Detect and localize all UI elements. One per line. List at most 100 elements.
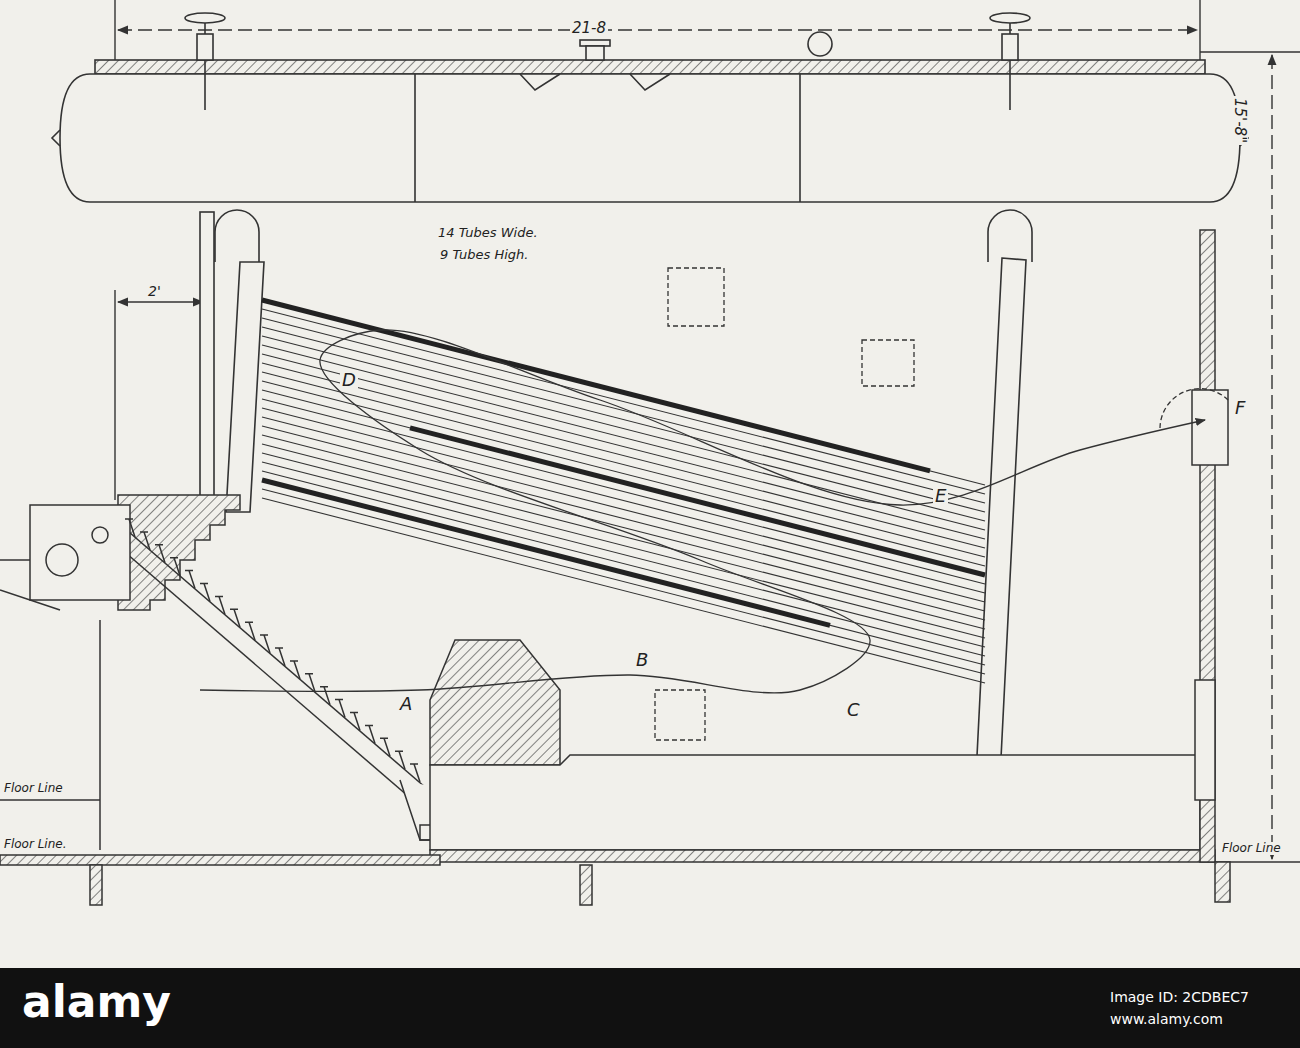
dimension-lines (118, 29, 1197, 30)
tube-bank (262, 399, 985, 584)
valves (580, 40, 610, 46)
tube-bank (262, 300, 985, 485)
grate-bars (170, 558, 180, 576)
tube-bank (262, 408, 985, 593)
tube-bank (262, 309, 985, 494)
steam-drum (799, 74, 801, 202)
stoker (0, 505, 470, 850)
watermark-bar (0, 968, 1300, 1048)
tube-bank (262, 498, 985, 683)
setting (0, 230, 1230, 905)
cleanout-doors (668, 268, 724, 326)
valves (808, 32, 832, 56)
stoker (99, 620, 101, 850)
cleanout-doors (655, 690, 705, 740)
tube-bank (262, 444, 985, 629)
callout-letter: F (1233, 398, 1247, 418)
callout-letter: B (636, 650, 648, 670)
cleanout-doors (655, 268, 1228, 740)
headers (200, 212, 214, 512)
callout-letter: E (933, 486, 948, 506)
tube-bank (262, 489, 985, 674)
tube-bank (262, 372, 985, 557)
watermark: alamy (22, 978, 171, 1026)
valves (197, 34, 213, 60)
dimension: 15'-8" (1232, 96, 1249, 145)
steam-drum (52, 60, 1248, 202)
dimension-lines (1200, 51, 1300, 52)
dimension-lines (114, 290, 115, 500)
callout-letter: C (845, 700, 862, 720)
callout-letter: A (398, 694, 414, 714)
tube-bank (262, 426, 985, 611)
setting (1215, 862, 1230, 902)
headers (988, 210, 1032, 262)
grate-bars (365, 725, 375, 743)
grate-bars (380, 738, 390, 756)
tube-bank (262, 354, 985, 539)
grate-bars (185, 571, 195, 589)
dimension-lines (114, 0, 115, 64)
boiler-drawing (0, 0, 1300, 968)
watermark: Image ID: 2CDBEC7 (1110, 990, 1249, 1005)
brick-arch (118, 495, 240, 610)
grate-bars (335, 700, 345, 718)
steam-drum (414, 74, 416, 202)
grate-bars (260, 635, 270, 653)
setting (430, 850, 1215, 862)
grate-bars (275, 648, 285, 666)
grate-bars (320, 687, 330, 705)
brick-arch (118, 495, 240, 610)
tube-bank (262, 345, 985, 530)
setting (580, 865, 592, 905)
steam-drum (52, 130, 1248, 146)
gas-path (200, 330, 1205, 693)
grate-bars (410, 764, 420, 782)
tube-bank (262, 462, 985, 647)
setting (430, 755, 1200, 850)
tube-bank (410, 428, 985, 575)
grate-bars (215, 596, 225, 614)
setting (90, 865, 102, 905)
note: 14 Tubes Wide. (438, 226, 538, 240)
headers (226, 262, 264, 512)
floor-line-note: Floor Line (4, 782, 63, 795)
steam-drum (520, 74, 670, 90)
stoker (115, 520, 440, 800)
valves (185, 13, 225, 23)
grate-bars (395, 751, 405, 769)
steam-drum (60, 74, 1240, 202)
valves (185, 13, 1030, 110)
stoker (0, 559, 30, 561)
grate-bars (350, 713, 360, 731)
tube-bank (262, 471, 985, 656)
valves (990, 13, 1030, 23)
headers (215, 210, 259, 262)
dimension-lines (1271, 55, 1272, 859)
grate-bars (200, 584, 210, 602)
stoker (46, 544, 78, 576)
tube-bank (262, 300, 930, 471)
grate-bars (155, 545, 165, 563)
setting (430, 640, 560, 765)
tube-bank (262, 300, 985, 683)
stoker (0, 590, 60, 610)
dimension-lines (1199, 0, 1200, 64)
tube-bank (262, 336, 985, 521)
cleanout-doors (862, 340, 914, 386)
tube-bank (262, 480, 830, 625)
tube-bank (262, 390, 985, 575)
stoker (92, 527, 108, 543)
setting (1192, 390, 1228, 465)
setting (1195, 680, 1215, 800)
grate-bars (290, 661, 300, 679)
floor-line-note: Floor Line (1220, 842, 1283, 855)
setting (0, 799, 100, 801)
grate-bars (125, 519, 135, 537)
setting (0, 855, 440, 865)
watermark: www.alamy.com (1110, 1012, 1223, 1027)
dimension-lines (118, 301, 203, 302)
grate-bars (140, 532, 150, 550)
dimension: 21-8 (570, 20, 608, 37)
tube-bank (262, 480, 985, 665)
